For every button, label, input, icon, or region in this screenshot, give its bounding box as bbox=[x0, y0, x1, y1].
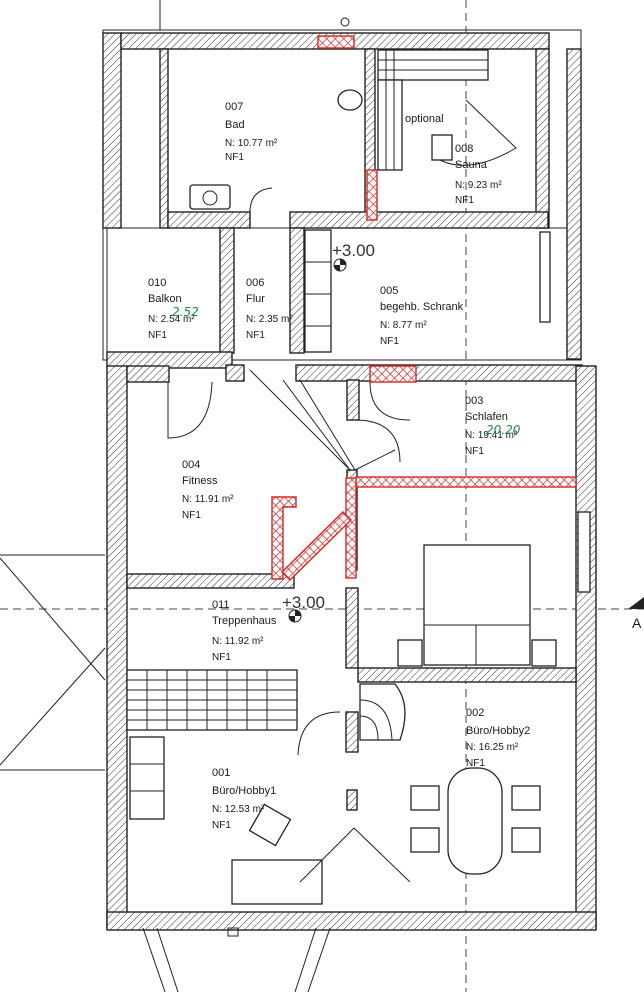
section-arrow-right: A bbox=[628, 597, 644, 631]
svg-text:003: 003 bbox=[465, 395, 483, 407]
bed bbox=[397, 544, 557, 667]
svg-text:N: 2.54 m²: N: 2.54 m² bbox=[148, 314, 195, 325]
svg-text:006: 006 bbox=[246, 277, 264, 289]
upper-walls bbox=[102, 32, 583, 383]
svg-text:NF1: NF1 bbox=[212, 652, 231, 663]
room-label-004: 004 Fitness N: 11.91 m² NF1 bbox=[182, 459, 234, 521]
room-label-006: 006 Flur N: 2.35 m² NF1 bbox=[246, 277, 293, 341]
svg-text:N: 11.91 m²: N: 11.91 m² bbox=[182, 494, 234, 505]
room-label-010: 010 Balkon N: 2.54 m² NF1 2.52 bbox=[148, 277, 199, 341]
svg-text:Sauna: Sauna bbox=[455, 159, 488, 171]
svg-text:N: 19.41 m²: N: 19.41 m² bbox=[465, 430, 518, 441]
office-furniture bbox=[129, 736, 541, 905]
svg-text:NF1: NF1 bbox=[246, 330, 265, 341]
svg-text:NF1: NF1 bbox=[212, 820, 231, 831]
svg-text:Flur: Flur bbox=[246, 293, 265, 305]
room-label-011: 011 Treppenhaus N: 11.92 m² NF1 bbox=[212, 599, 277, 663]
bay-window bbox=[142, 927, 331, 992]
optional-note: optional bbox=[405, 113, 444, 125]
svg-text:N: 2.35 m²: N: 2.35 m² bbox=[246, 314, 293, 325]
staircase bbox=[126, 669, 406, 741]
svg-text:N: 9.23 m²: N: 9.23 m² bbox=[455, 180, 502, 191]
section-arrow-left bbox=[0, 554, 106, 771]
svg-text:NF1: NF1 bbox=[148, 330, 167, 341]
bath-fixtures bbox=[189, 89, 363, 213]
svg-text:010: 010 bbox=[148, 277, 166, 289]
room-label-007: 007 Bad N: 10.77 m² NF1 bbox=[225, 101, 278, 163]
door-swings bbox=[167, 369, 411, 756]
svg-text:001: 001 bbox=[212, 767, 230, 779]
svg-text:NF1: NF1 bbox=[466, 758, 485, 769]
svg-text:N: 8.77 m²: N: 8.77 m² bbox=[380, 320, 427, 331]
svg-text:N: 11.92 m²: N: 11.92 m² bbox=[212, 636, 264, 647]
handwritten-correction-schlafen: 20.20 bbox=[486, 423, 521, 437]
svg-text:N: 12.53 m²: N: 12.53 m² bbox=[212, 804, 265, 815]
level-label-lower: +3.00 bbox=[282, 593, 325, 612]
svg-text:N: 16.25 m²: N: 16.25 m² bbox=[466, 742, 519, 753]
svg-text:008: 008 bbox=[455, 143, 473, 155]
handwritten-correction-balkon: 2.52 bbox=[172, 305, 199, 319]
svg-text:007: 007 bbox=[225, 101, 243, 113]
svg-text:Balkon: Balkon bbox=[148, 293, 182, 305]
svg-text:NF1: NF1 bbox=[455, 195, 474, 206]
svg-text:Fitness: Fitness bbox=[182, 475, 218, 487]
level-markers: +3.00 +3.00 bbox=[282, 241, 375, 623]
room-label-005: 005 begehb. Schrank N: 8.77 m² NF1 bbox=[380, 285, 464, 347]
svg-text:N: 10.77 m²: N: 10.77 m² bbox=[225, 138, 278, 149]
svg-text:begehb. Schrank: begehb. Schrank bbox=[380, 301, 464, 313]
svg-text:NF1: NF1 bbox=[182, 510, 201, 521]
svg-text:NF1: NF1 bbox=[225, 152, 244, 163]
svg-text:Bad: Bad bbox=[225, 119, 245, 131]
room-label-008: optional 008 Sauna N: 9.23 m² NF1 bbox=[405, 113, 502, 206]
svg-text:Schlafen: Schlafen bbox=[465, 411, 508, 423]
room-label-003: 003 Schlafen N: 19.41 m² NF1 20.20 bbox=[465, 395, 521, 457]
section-marker-label: A bbox=[632, 615, 642, 631]
svg-text:Büro/Hobby1: Büro/Hobby1 bbox=[212, 785, 276, 797]
svg-text:NF1: NF1 bbox=[380, 336, 399, 347]
sauna-bench bbox=[377, 49, 517, 171]
svg-text:011: 011 bbox=[212, 599, 230, 611]
level-label-upper: +3.00 bbox=[332, 241, 375, 260]
svg-text:004: 004 bbox=[182, 459, 200, 471]
room-label-002: 002 Büro/Hobby2 N: 16.25 m² NF1 bbox=[466, 707, 530, 769]
svg-text:Büro/Hobby2: Büro/Hobby2 bbox=[466, 725, 530, 737]
svg-text:Treppenhaus: Treppenhaus bbox=[212, 615, 277, 627]
lower-walls bbox=[106, 365, 597, 931]
room-label-001: 001 Büro/Hobby1 N: 12.53 m² NF1 bbox=[212, 767, 276, 831]
svg-text:005: 005 bbox=[380, 285, 398, 297]
svg-text:002: 002 bbox=[466, 707, 484, 719]
closet-shelves bbox=[304, 229, 551, 353]
svg-text:NF1: NF1 bbox=[465, 446, 484, 457]
